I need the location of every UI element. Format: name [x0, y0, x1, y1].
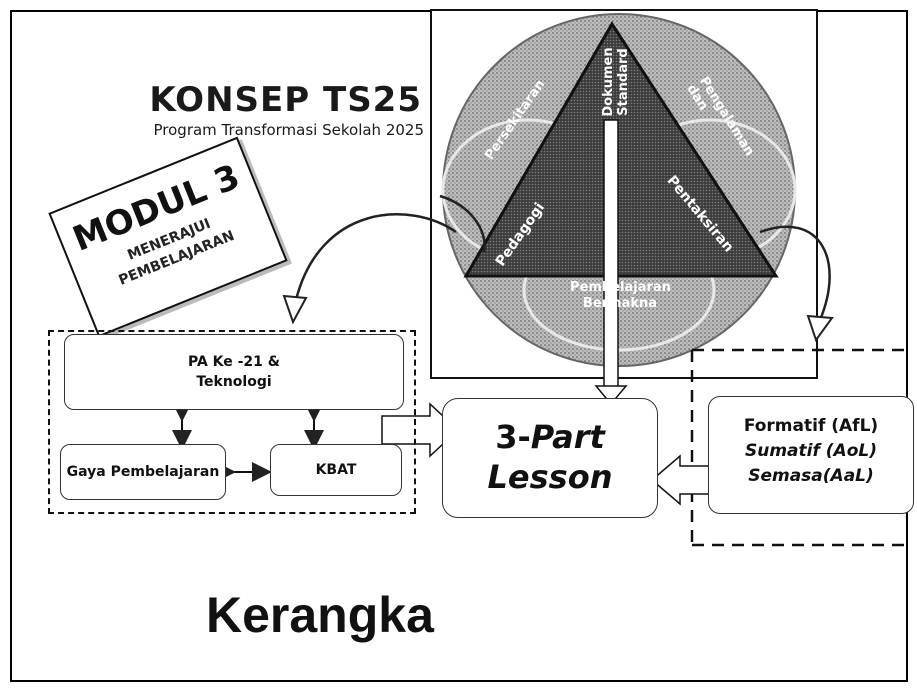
- curve-arrow-left: [294, 213, 457, 301]
- lesson-word1: Part: [530, 418, 605, 456]
- curve-arrow-right: [759, 225, 831, 321]
- kbat-box: KBAT: [270, 444, 402, 496]
- lesson-word2: Lesson: [487, 458, 613, 496]
- down-arrow-shaft: [603, 119, 619, 391]
- gaya-box: Gaya Pembelajaran: [60, 444, 226, 500]
- assessment-line2: Sumatif (AoL): [744, 441, 877, 461]
- pa-box: PA Ke -21 & Teknologi: [64, 334, 404, 410]
- curve-arrow-right-head: [806, 314, 834, 343]
- curve-arrow-triangle-left: [439, 194, 486, 253]
- circle-bottom-label: Pembelajaran Bermakna: [570, 280, 671, 311]
- dash-right: [690, 348, 908, 547]
- lesson-box: 3-Part Lesson: [442, 398, 658, 518]
- curve-arrow-left-head: [282, 294, 308, 325]
- assessment-box: Formatif (AfL) Sumatif (AoL) Semasa(AaL): [708, 396, 914, 514]
- footer-caption: Kerangka: [206, 587, 434, 643]
- dash-left: [48, 330, 416, 514]
- assessment-line1: Formatif (AfL): [743, 416, 879, 436]
- triangle-top-label: Dokumen Standard: [601, 47, 631, 117]
- triangle: [463, 21, 779, 278]
- page-title: KONSEP TS25: [149, 80, 422, 120]
- down-arrow-head: [594, 385, 628, 406]
- assessment-line3: Semasa(AaL): [748, 466, 874, 486]
- lesson-num: 3-: [495, 418, 531, 456]
- page-subtitle: Program Transformasi Sekolah 2025: [153, 121, 425, 139]
